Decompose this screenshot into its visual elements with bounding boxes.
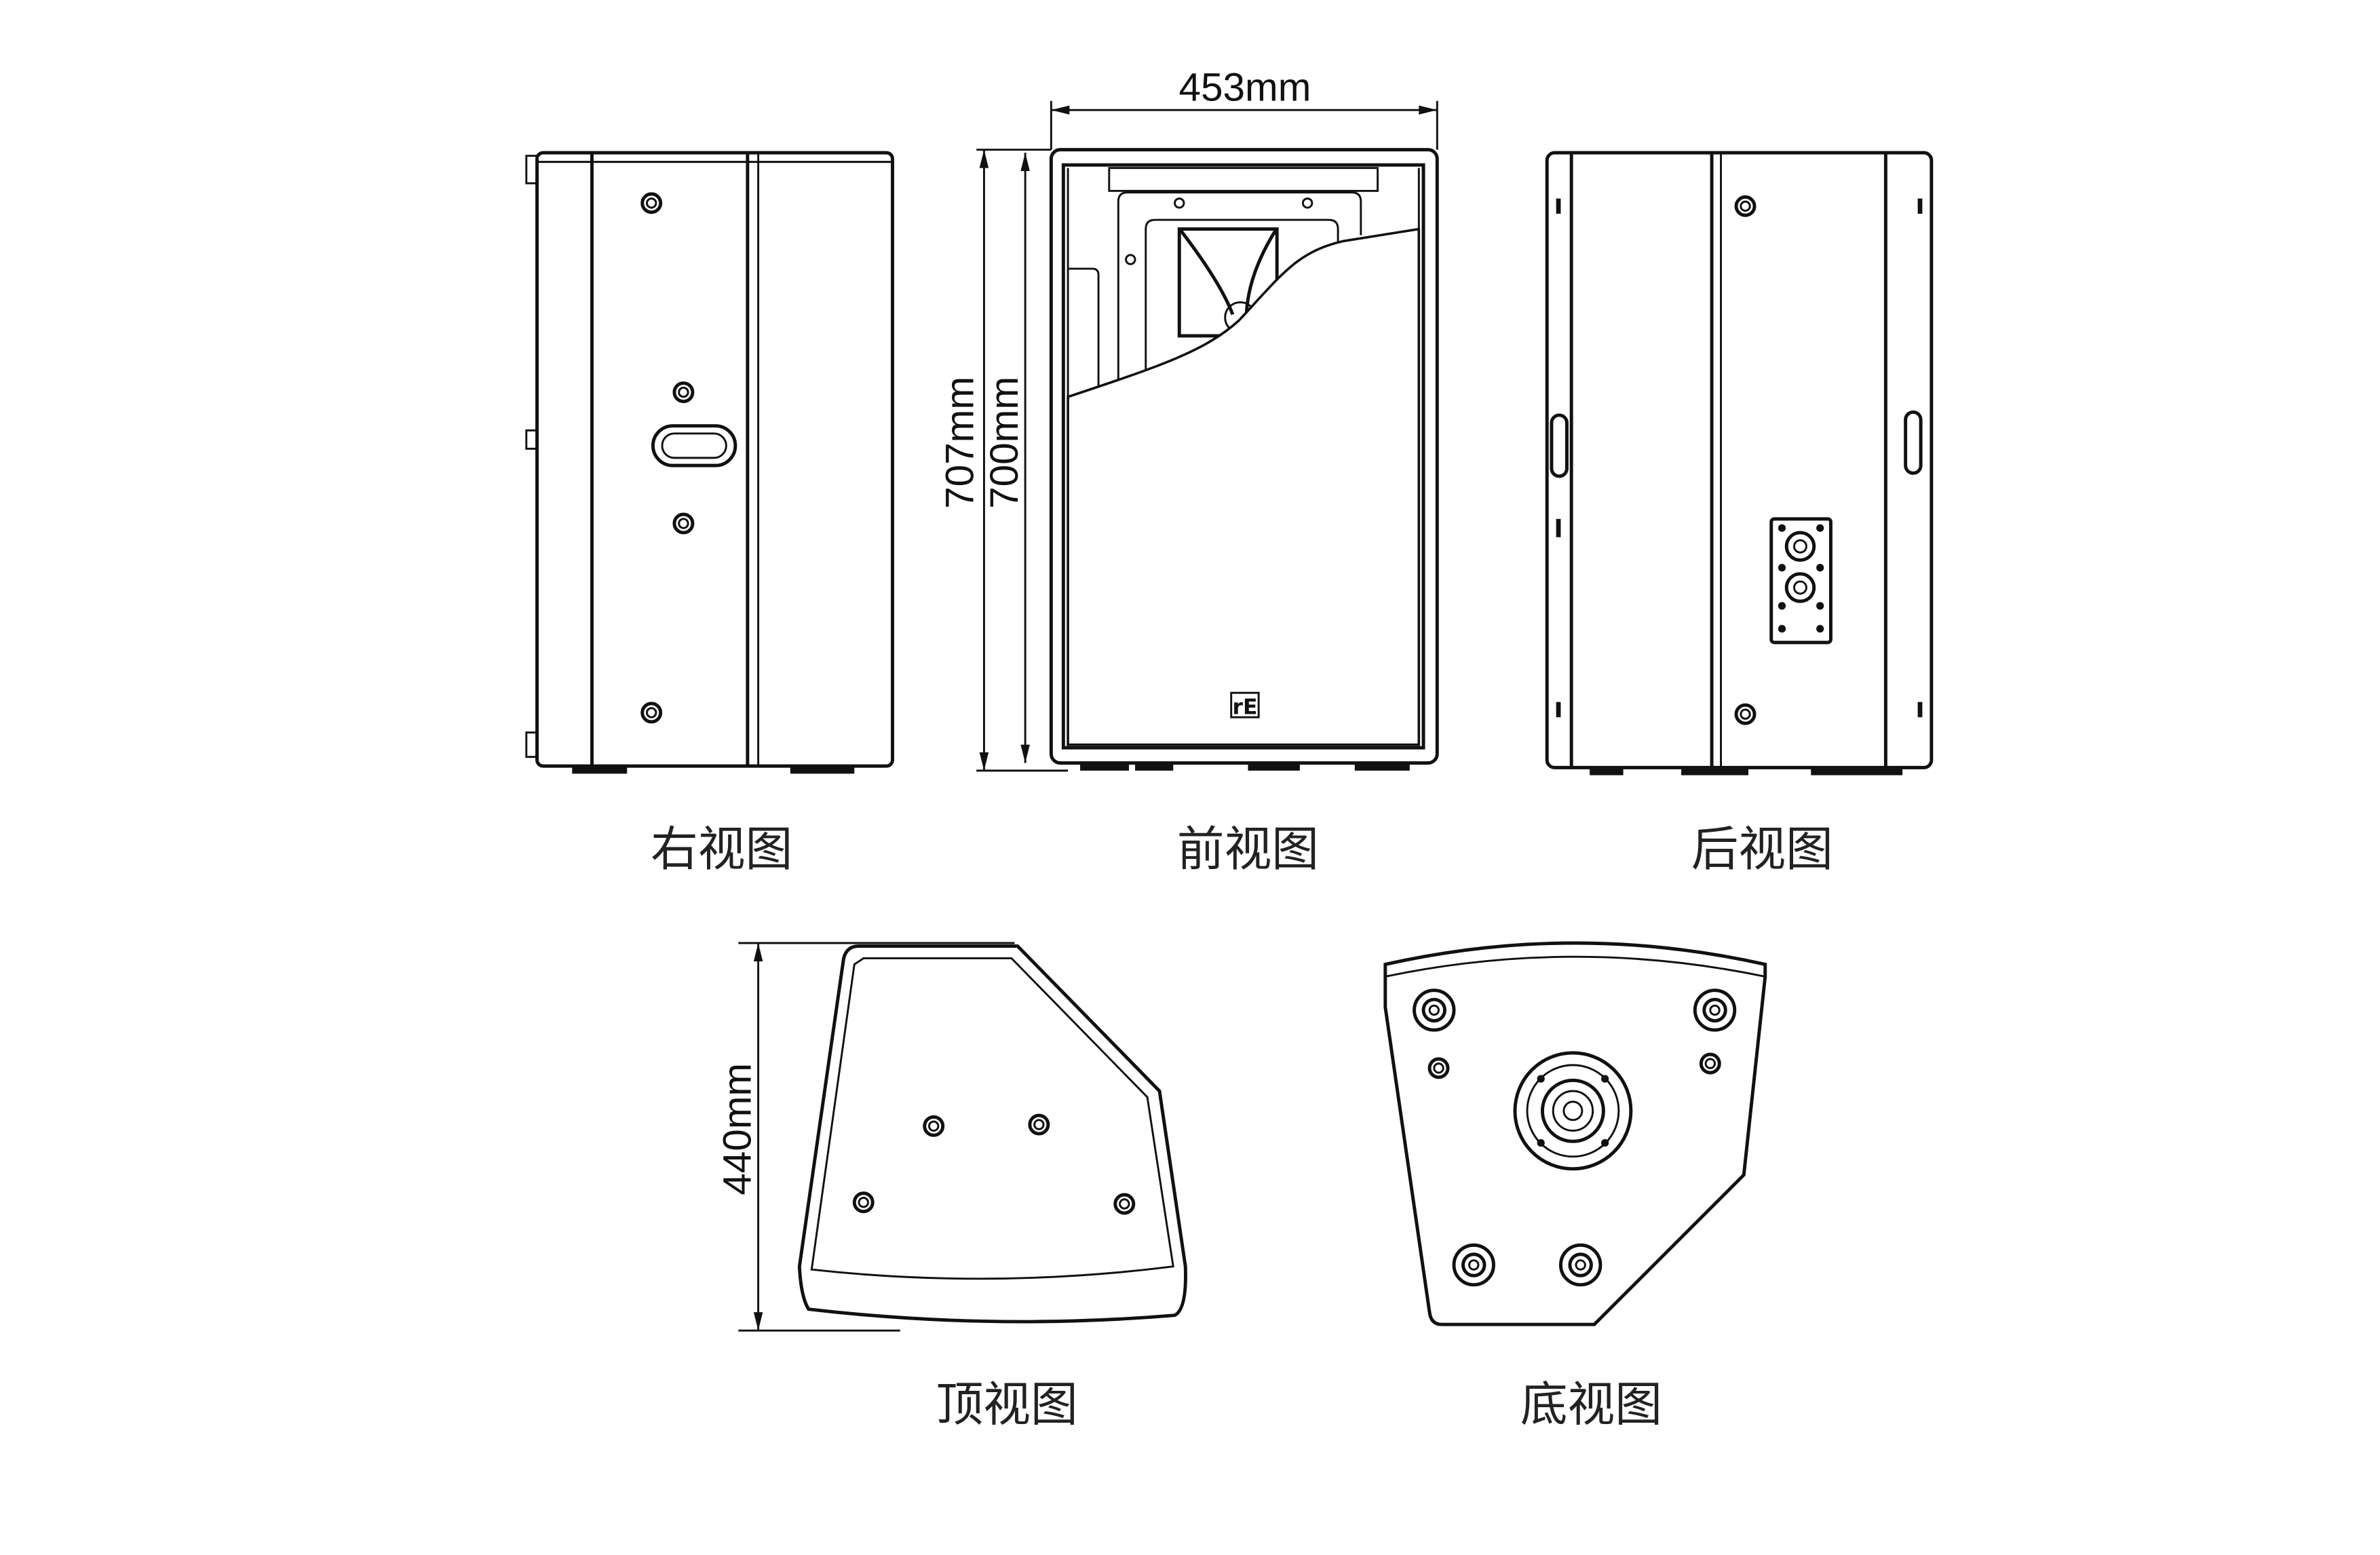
right-view-label: 右视图 xyxy=(651,822,792,877)
depth-dimension: 440mm xyxy=(715,1063,759,1195)
bottom-view-label: 底视图 xyxy=(1520,1377,1662,1432)
back-view-drawing xyxy=(1545,151,1934,775)
front-view-drawing: rE 453mm 707mm 700mm xyxy=(938,66,1439,772)
right-view-drawing xyxy=(525,151,894,774)
back-view-label: 后视图 xyxy=(1691,822,1833,877)
connector-panel xyxy=(1769,517,1832,645)
front-view-label: 前视图 xyxy=(1177,822,1319,877)
pole-mount-socket xyxy=(1513,1051,1633,1171)
brand-logo-text: rE xyxy=(1232,695,1257,720)
top-view-label: 顶视图 xyxy=(936,1377,1078,1432)
width-dimension: 453mm xyxy=(1178,66,1311,110)
handle-icon xyxy=(651,424,737,467)
top-view-drawing: 440mm xyxy=(715,942,1187,1332)
bottom-view-drawing xyxy=(1383,941,1767,1326)
brand-logo xyxy=(1230,691,1260,718)
height-outer-dimension: 707mm xyxy=(938,377,982,509)
height-inner-dimension: 700mm xyxy=(982,377,1026,509)
